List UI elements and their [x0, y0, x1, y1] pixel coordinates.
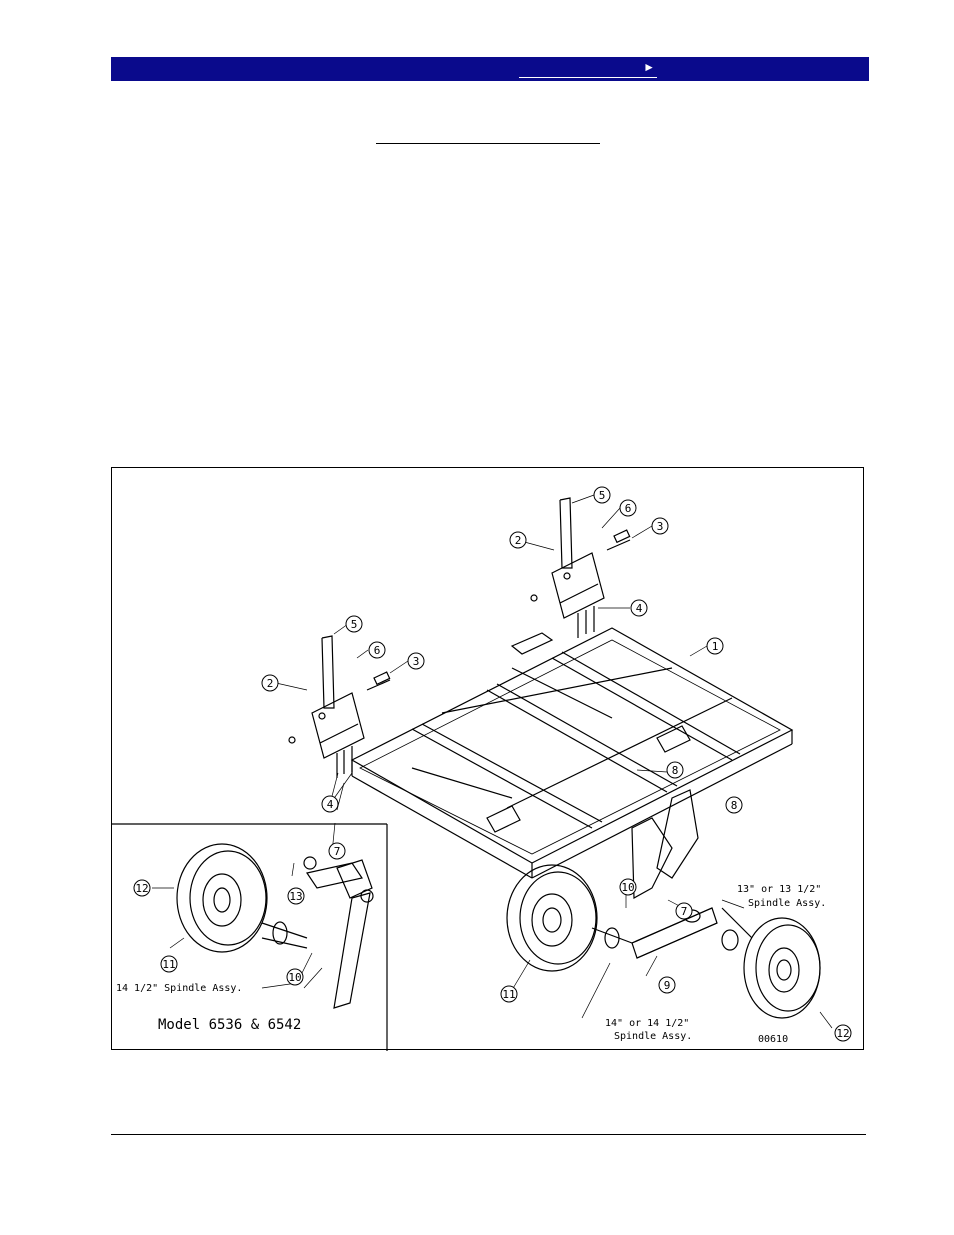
- title-underline: [376, 143, 600, 144]
- svg-text:2: 2: [515, 534, 522, 547]
- inset-spindle-label: 14 1/2" Spindle Assy.: [116, 983, 242, 994]
- svg-text:13: 13: [289, 890, 302, 903]
- callout-5-right: 5: [593, 486, 611, 504]
- callout-6-left: 6: [368, 641, 386, 659]
- parts-diagram-drawing: 1 2 2 3 3 4 4 5 5 6 6 7 7 8 8 9 10 10 11…: [112, 486, 852, 1051]
- svg-text:7: 7: [334, 845, 341, 858]
- svg-text:12: 12: [836, 1027, 849, 1040]
- main-wheel-right: [721, 917, 821, 1019]
- header-bar: ►: [111, 57, 869, 81]
- callout-8-lower: 8: [725, 796, 743, 814]
- svg-text:7: 7: [681, 905, 688, 918]
- callout-13-inset: 13: [287, 887, 305, 905]
- callout-8-upper: 8: [666, 761, 684, 779]
- svg-text:4: 4: [327, 798, 334, 811]
- callout-11-inset: 11: [160, 955, 178, 973]
- svg-text:2: 2: [267, 677, 274, 690]
- svg-text:3: 3: [413, 655, 420, 668]
- header-next-link[interactable]: ►: [519, 59, 657, 78]
- svg-text:3: 3: [657, 520, 664, 533]
- svg-text:5: 5: [351, 618, 358, 631]
- svg-text:1: 1: [712, 640, 719, 653]
- right-hitch-bracket: [530, 497, 631, 638]
- callout-3-left: 3: [407, 652, 425, 670]
- callout-2-left: 2: [261, 674, 279, 692]
- callout-1: 1: [706, 637, 724, 655]
- callout-9: 9: [658, 976, 676, 994]
- spindle-13-line1: 13" or 13 1/2": [737, 884, 821, 895]
- inset-wheel: [176, 843, 308, 953]
- callout-10-inset: 10: [286, 968, 304, 986]
- callout-4-left: 4: [321, 795, 339, 813]
- callout-7-main: 7: [675, 902, 693, 920]
- spindle-13-line2: Spindle Assy.: [748, 898, 826, 909]
- svg-text:6: 6: [374, 644, 381, 657]
- svg-text:4: 4: [636, 602, 643, 615]
- callout-3-right: 3: [651, 517, 669, 535]
- callout-12-inset: 12: [133, 879, 151, 897]
- arrow-right-icon: ►: [643, 60, 655, 74]
- svg-text:10: 10: [621, 881, 634, 894]
- inset-arm: [303, 856, 374, 1009]
- callout-11-main: 11: [500, 985, 518, 1003]
- footer-rule: [111, 1134, 866, 1135]
- left-hitch-bracket: [288, 635, 391, 778]
- callout-4-right: 4: [630, 599, 648, 617]
- inset-frame: [112, 823, 388, 1051]
- callout-12-main: 12: [834, 1024, 852, 1042]
- spindle-assembly: [631, 789, 753, 959]
- svg-text:8: 8: [672, 764, 679, 777]
- callout-5-left: 5: [345, 615, 363, 633]
- callout-10-main: 10: [619, 878, 637, 896]
- svg-text:8: 8: [731, 799, 738, 812]
- callout-7-inset: 7: [328, 842, 346, 860]
- callout-6-right: 6: [619, 499, 637, 517]
- svg-text:11: 11: [502, 988, 515, 1001]
- main-frame: [350, 627, 794, 879]
- svg-text:5: 5: [599, 489, 606, 502]
- parts-diagram: 1 2 2 3 3 4 4 5 5 6 6 7 7 8 8 9 10 10 11…: [111, 467, 864, 1051]
- svg-text:6: 6: [625, 502, 632, 515]
- svg-text:12: 12: [135, 882, 148, 895]
- inset-model-label: Model 6536 & 6542: [158, 1017, 301, 1033]
- spindle-14-line2: Spindle Assy.: [614, 1031, 692, 1042]
- drawing-number: 00610: [758, 1034, 788, 1045]
- svg-text:9: 9: [664, 979, 671, 992]
- svg-text:10: 10: [288, 971, 301, 984]
- callout-2-right: 2: [509, 531, 527, 549]
- svg-text:11: 11: [162, 958, 175, 971]
- spindle-14-line1: 14" or 14 1/2": [605, 1018, 689, 1029]
